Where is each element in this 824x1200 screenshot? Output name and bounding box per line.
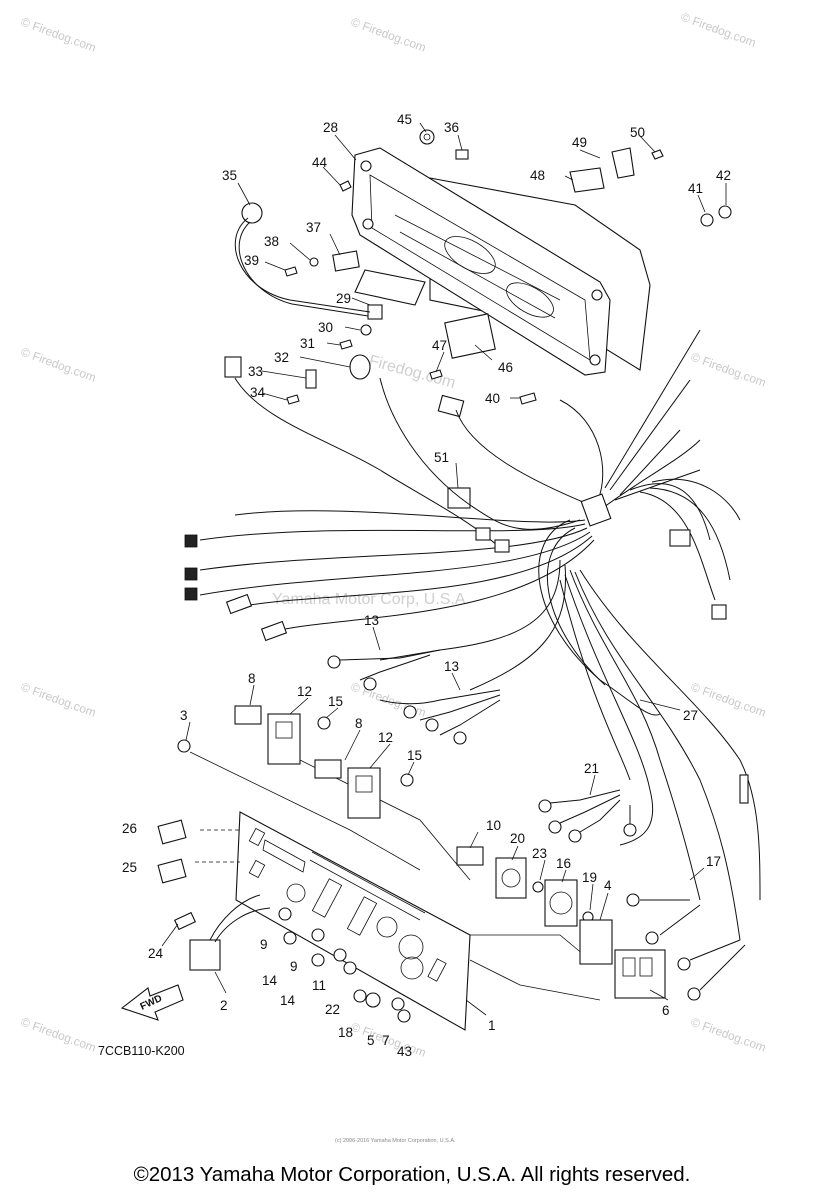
callout: 10 [486, 818, 501, 833]
watermark: © Firedog.com [19, 1015, 98, 1055]
callout: 9 [290, 959, 298, 974]
callout: 6 [662, 1003, 670, 1018]
callout: 36 [444, 120, 459, 135]
callout: 49 [572, 135, 587, 150]
callout: 19 [582, 870, 597, 885]
switches-and-outlets [157, 705, 666, 1023]
callout: 12 [378, 730, 393, 745]
callout: 12 [297, 684, 312, 699]
callout: 9 [260, 937, 268, 952]
callout: 39 [244, 253, 259, 268]
control-panel [189, 749, 601, 1031]
callout: 8 [248, 671, 256, 686]
wiring-harness [184, 217, 761, 1001]
watermark: © Firedog.com [689, 680, 768, 720]
meter-panel-frame [351, 147, 651, 376]
forward-arrow-icon: FWD [120, 984, 184, 1021]
callout: 18 [338, 1025, 353, 1040]
callout: 42 [716, 168, 731, 183]
callout: 15 [328, 694, 343, 709]
callout: 34 [250, 385, 266, 400]
callout: 7 [382, 1033, 390, 1048]
callout: 24 [148, 946, 164, 961]
callout: 16 [556, 856, 571, 871]
watermark-mid: Firedog.com [367, 352, 457, 391]
callout: 31 [300, 336, 315, 351]
callout: 1 [488, 1018, 496, 1033]
callout: 4 [604, 878, 612, 893]
watermark: © Firedog.com [679, 10, 758, 50]
meter-hardware [224, 129, 732, 509]
callout: 27 [683, 708, 698, 723]
callout: 23 [532, 846, 547, 861]
callout: 35 [222, 168, 237, 183]
callout: 21 [584, 761, 599, 776]
callout: 30 [318, 320, 333, 335]
watermark-center: Yamaha Motor Corp, U.S.A. [272, 591, 470, 608]
leader-lines [161, 122, 727, 1016]
callout: 45 [397, 112, 412, 127]
callout: 50 [630, 125, 645, 140]
callout: 14 [280, 993, 296, 1008]
watermark: © Firedog.com [689, 1015, 768, 1055]
callout: 51 [434, 450, 449, 465]
callout: 14 [262, 973, 278, 988]
callout: 37 [306, 220, 321, 235]
callout: 13 [444, 659, 459, 674]
callout: 20 [510, 831, 525, 846]
callout: 29 [336, 291, 351, 306]
callout: 41 [688, 181, 703, 196]
callout: 11 [312, 978, 326, 993]
callout: 2 [220, 998, 228, 1013]
copyright-notice: ©2013 Yamaha Motor Corporation, U.S.A. A… [133, 1163, 691, 1186]
watermark: © Firedog.com [689, 350, 768, 390]
watermark: © Firedog.com [19, 15, 98, 55]
callout: 47 [432, 338, 447, 353]
callout: 17 [706, 854, 721, 869]
callout: 44 [312, 155, 328, 170]
callout: 40 [485, 391, 500, 406]
callout: 26 [122, 821, 137, 836]
fine-print: (c) 2006-2016 Yamaha Motor Corporation, … [335, 1138, 456, 1144]
callout: 25 [122, 860, 137, 875]
watermark: © Firedog.com [349, 15, 428, 55]
callout: 3 [180, 708, 188, 723]
callout: 22 [325, 1002, 340, 1017]
callout: 13 [364, 613, 379, 628]
callout: 43 [397, 1044, 412, 1059]
callout: 15 [407, 748, 422, 763]
watermark: © Firedog.com [19, 680, 98, 720]
callout: 48 [530, 168, 545, 183]
diagram-code: 7CCB110-K200 [98, 1044, 185, 1058]
callout: 8 [355, 716, 363, 731]
watermark: © Firedog.com [19, 345, 98, 385]
callout: 28 [323, 120, 338, 135]
callout: 33 [248, 364, 263, 379]
callout: 38 [264, 234, 279, 249]
callout: 46 [498, 360, 513, 375]
callout: 5 [367, 1033, 375, 1048]
callout-numbers: 1 2 3 4 5 6 7 8 8 9 9 10 11 12 12 13 13 … [122, 112, 731, 1059]
callout: 32 [274, 350, 289, 365]
